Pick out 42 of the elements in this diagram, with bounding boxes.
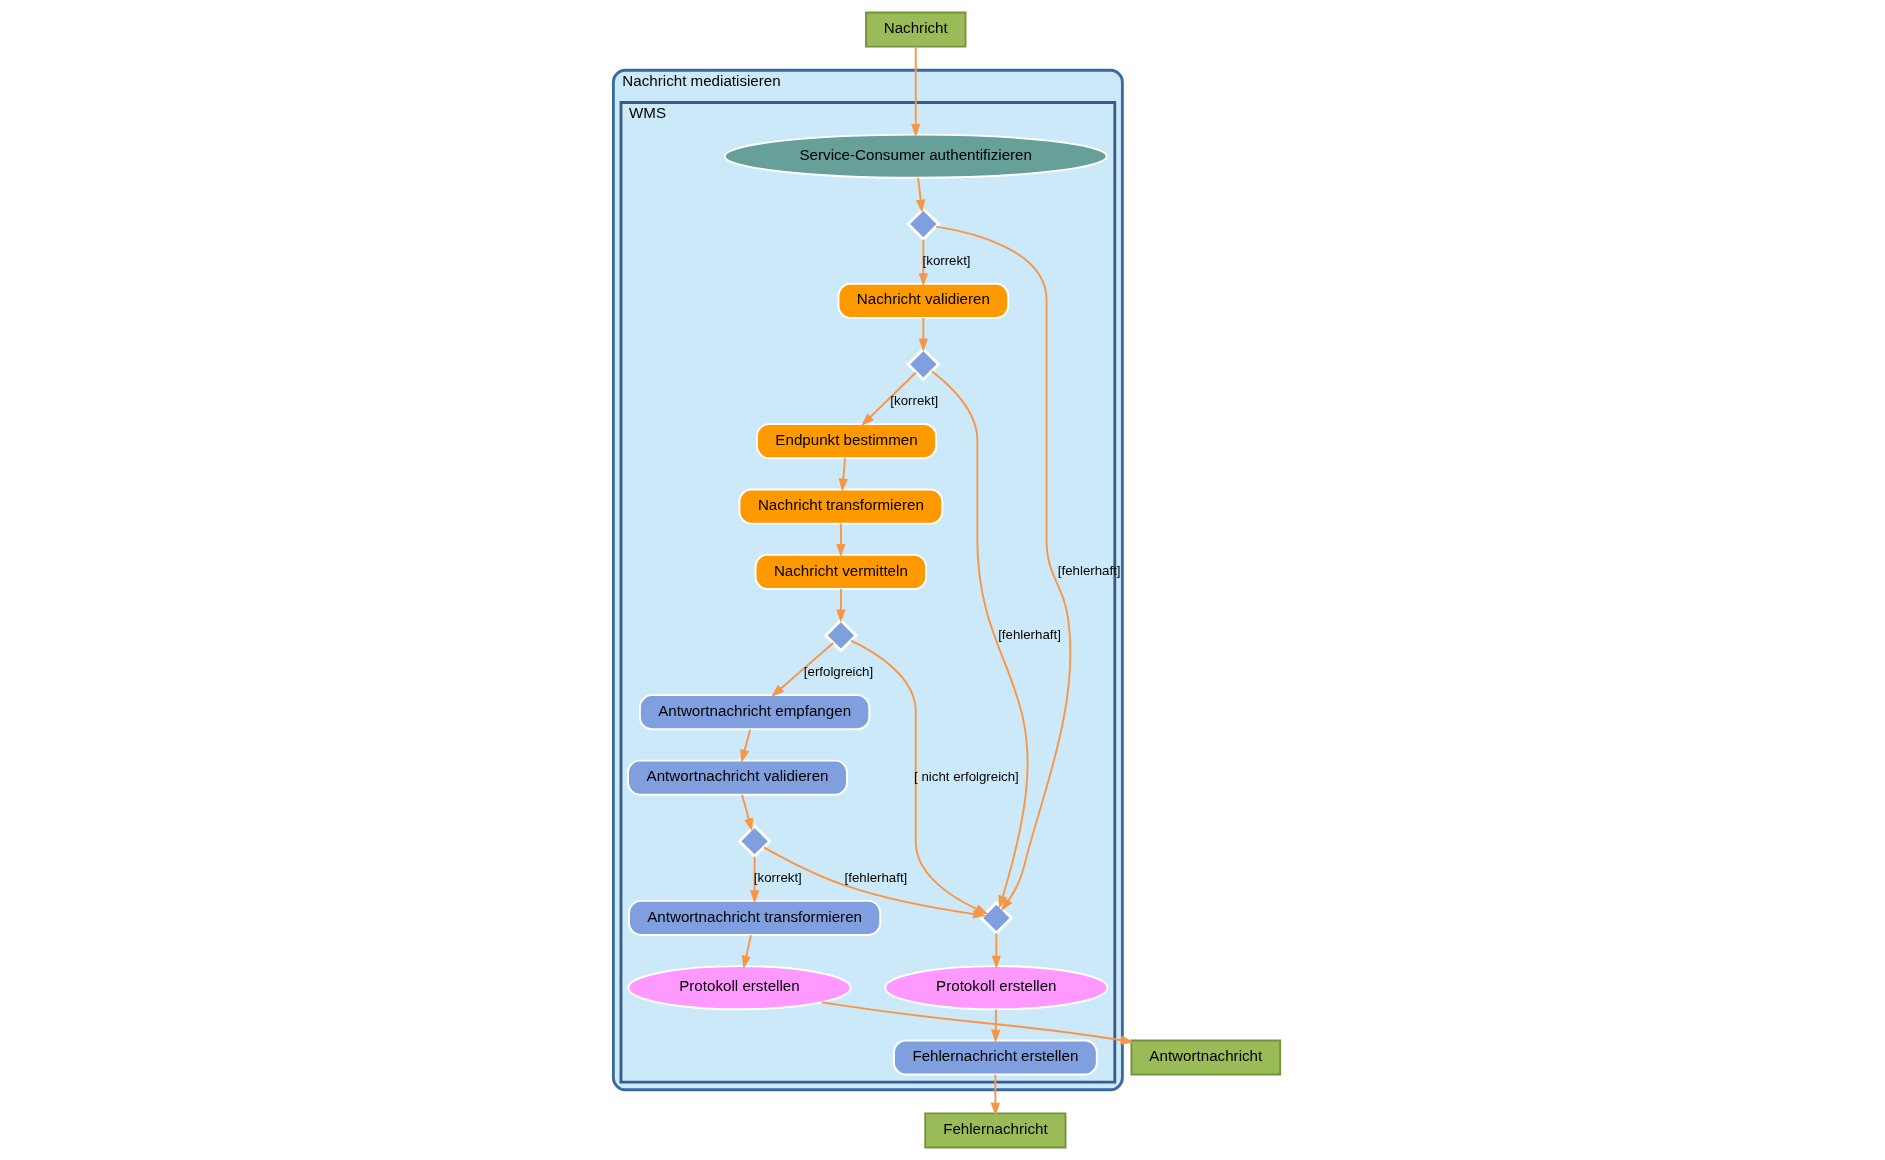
node-box: Endpunkt bestimmen xyxy=(755,423,937,460)
arrow xyxy=(915,176,925,213)
node-diamond xyxy=(905,347,940,382)
edge-label: [erfolgreich] xyxy=(803,664,873,680)
arrow xyxy=(740,793,753,832)
arrow xyxy=(838,457,848,492)
node-box: Fehlernachricht erstellen xyxy=(892,1039,1098,1076)
edge-label: [fehlerhaft] xyxy=(844,870,907,886)
arrow xyxy=(990,1073,1000,1117)
node-diamond xyxy=(823,618,858,653)
node-ellipse: Service-Consumer authentifizieren xyxy=(723,133,1108,179)
node-box: Antwortnachricht validieren xyxy=(626,759,848,796)
edge-label: [ nicht erfolgreich] xyxy=(913,769,1019,785)
arrow xyxy=(934,225,1071,912)
arrow xyxy=(918,317,928,352)
node-box: Antwortnachricht transformieren xyxy=(627,899,881,936)
arrow xyxy=(741,934,752,969)
node-box: Nachricht vermitteln xyxy=(754,553,927,590)
node-box: Antwortnachricht empfangen xyxy=(638,694,870,731)
arrow xyxy=(739,728,751,763)
node-ellipse: Protokoll erstellen xyxy=(883,965,1108,1011)
node-diamond xyxy=(978,900,1013,936)
node-box: Nachricht transformieren xyxy=(738,488,943,525)
arrow xyxy=(860,371,917,426)
arrow xyxy=(820,1001,1134,1045)
node-ellipse: Protokoll erstellen xyxy=(626,965,852,1011)
node-box: Nachricht validieren xyxy=(837,282,1009,319)
node-box: Fehlernachricht xyxy=(923,1112,1066,1149)
arrow xyxy=(910,45,920,138)
arrow xyxy=(918,238,928,287)
arrow xyxy=(991,932,1001,970)
arrow xyxy=(770,642,834,697)
edge-label: [korrekt] xyxy=(889,393,938,409)
arrow xyxy=(990,1008,1000,1043)
node-box: Antwortnachricht xyxy=(1129,1039,1281,1076)
edge-label: [fehlerhaft] xyxy=(997,626,1061,642)
node-diamond xyxy=(905,206,940,242)
arrow xyxy=(835,588,845,623)
node-diamond xyxy=(736,823,772,859)
arrow xyxy=(835,522,845,558)
node-box: Nachricht xyxy=(864,11,966,48)
arrow xyxy=(930,370,1029,909)
